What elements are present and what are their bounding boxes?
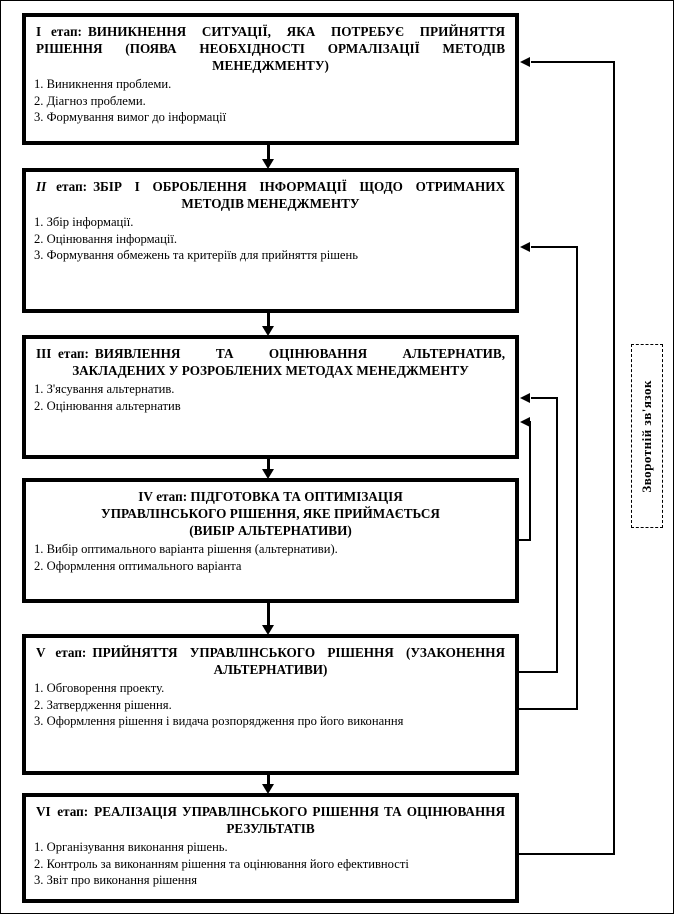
stage-4-label: IV етап: [138, 489, 188, 504]
feedback-a-right-riser [613, 61, 615, 855]
flow-connector-5-6 [267, 775, 270, 785]
stage-2-item-1: 1. Збір інформації. [34, 215, 134, 229]
feedback-b-top-segment [531, 246, 578, 248]
stage-5-item-1: 1. Обговорення проекту. [34, 681, 165, 695]
stage-box-3: III етап:ВИЯВЛЕННЯ ТА ОЦІНЮВАННЯ АЛЬТЕРН… [22, 335, 519, 459]
stage-5-heading-text: ПРИЙНЯТТЯ УПРАВЛІНСЬКОГО РІШЕННЯ (УЗАКОН… [92, 645, 505, 677]
feedback-d-top-segment [529, 421, 531, 423]
flow-connector-2-3 [267, 313, 270, 327]
feedback-b-right-riser [576, 246, 578, 710]
stage-box-5: V етап: ПРИЙНЯТТЯ УПРАВЛІНСЬКОГО РІШЕННЯ … [22, 634, 519, 775]
feedback-b-arrow-icon [520, 242, 530, 252]
feedback-c-bottom-segment [519, 671, 558, 673]
flow-arrow-1-2-icon [262, 159, 274, 169]
stage-2-label: II етап: [36, 179, 88, 194]
flow-connector-4-5 [267, 603, 270, 625]
stage-1-item-2: 2. Діагноз проблеми. [34, 93, 146, 108]
feedback-d-right-riser [529, 421, 531, 541]
stage-6-heading: VI етап: РЕАЛІЗАЦІЯ УПРАВЛІНСЬКОГО РІШЕНН… [34, 803, 507, 837]
feedback-label-box: Зворотній зв'язок [631, 344, 663, 528]
stage-3-item-1: 1. З'ясування альтернатив. [34, 382, 175, 396]
stage-4-item-1: 1. Вибір оптимального варіанта рішення (… [34, 542, 338, 556]
stage-6-heading-text: РЕАЛІЗАЦІЯ УПРАВЛІНСЬКОГО РІШЕННЯ ТА ОЦІ… [94, 804, 505, 836]
feedback-c-arrow-icon [520, 393, 530, 403]
stage-5-item-3: 3. Оформлення рішення і видача розпорядж… [34, 714, 404, 728]
feedback-c-right-riser [556, 397, 558, 673]
stage-6-item-2: 2. Контроль за виконанням рішення та оці… [34, 856, 409, 871]
stage-4-heading-text: ПІДГОТОВКА ТА ОПТИМІЗАЦІЯ УПРАВЛІНСЬКОГО… [101, 489, 440, 538]
feedback-a-top-segment [531, 61, 615, 63]
feedback-a-arrow-icon [520, 57, 530, 67]
flow-arrow-3-4-icon [262, 469, 274, 479]
stage-5-heading: V етап: ПРИЙНЯТТЯ УПРАВЛІНСЬКОГО РІШЕННЯ … [34, 644, 507, 678]
stage-1-label: I етап: [36, 24, 82, 39]
stage-1-item-1: 1. Виникнення проблеми. [34, 77, 172, 91]
stage-3-label: III етап: [36, 346, 89, 361]
feedback-a-bottom-segment [519, 853, 615, 855]
stage-5-label: V етап: [36, 645, 87, 660]
stage-4-item-2: 2. Оформлення оптимального варіанта [34, 558, 242, 573]
stage-6-item-3: 3. Звіт про виконання рішення [34, 873, 198, 887]
stage-3-heading-text: ВИЯВЛЕННЯ ТА ОЦІНЮВАННЯ АЛЬТЕРНАТИВ, ЗАК… [72, 346, 505, 378]
feedback-label-text: Зворотній зв'язок [639, 379, 654, 493]
stage-2-heading: II етап: ЗБІР І ОБРОБЛЕННЯ ІНФОРМАЦІЇ ЩОД… [34, 178, 507, 212]
feedback-d-arrow-icon [520, 417, 530, 427]
stage-1-heading-text: ВИНИКНЕННЯ СИТУАЦІЇ, ЯКА ПОТРЕБУЄ ПРИЙНЯ… [36, 24, 505, 73]
stage-3-heading: III етап:ВИЯВЛЕННЯ ТА ОЦІНЮВАННЯ АЛЬТЕРН… [34, 345, 507, 379]
flow-connector-1-2 [267, 145, 270, 161]
stage-box-1: I етап:ВИНИКНЕННЯ СИТУАЦІЇ, ЯКА ПОТРЕБУЄ… [22, 13, 519, 145]
stage-3-item-2: 2. Оцінювання альтернатив [34, 398, 181, 413]
feedback-d-bottom-segment [519, 539, 531, 541]
stage-4-heading: IV етап: ПІДГОТОВКА ТА ОПТИМІЗАЦІЯ УПРАВ… [34, 488, 507, 539]
flow-arrow-2-3-icon [262, 326, 274, 336]
stage-5-item-2: 2. Затвердження рішення. [34, 697, 172, 712]
stage-box-6: VI етап: РЕАЛІЗАЦІЯ УПРАВЛІНСЬКОГО РІШЕНН… [22, 793, 519, 903]
stage-6-label: VI етап: [36, 804, 89, 819]
stage-box-2: II етап: ЗБІР І ОБРОБЛЕННЯ ІНФОРМАЦІЇ ЩОД… [22, 168, 519, 313]
stage-2-item-3: 3. Формування обмежень та критеріїв для … [34, 248, 358, 262]
feedback-c-top-segment [531, 397, 558, 399]
stage-1-heading: I етап:ВИНИКНЕННЯ СИТУАЦІЇ, ЯКА ПОТРЕБУЄ… [34, 23, 507, 74]
stage-2-item-2: 2. Оцінювання інформації. [34, 231, 178, 246]
stage-box-4: IV етап: ПІДГОТОВКА ТА ОПТИМІЗАЦІЯ УПРАВ… [22, 478, 519, 603]
flow-arrow-4-5-icon [262, 625, 274, 635]
stage-2-heading-text: ЗБІР І ОБРОБЛЕННЯ ІНФОРМАЦІЇ ЩОДО ОТРИМА… [93, 179, 505, 211]
flow-connector-3-4 [267, 459, 270, 469]
stage-6-item-1: 1. Організування виконання рішень. [34, 840, 228, 854]
stage-1-item-3: 3. Формування вимог до інформації [34, 110, 227, 124]
feedback-b-bottom-segment [519, 708, 578, 710]
flow-arrow-5-6-icon [262, 784, 274, 794]
